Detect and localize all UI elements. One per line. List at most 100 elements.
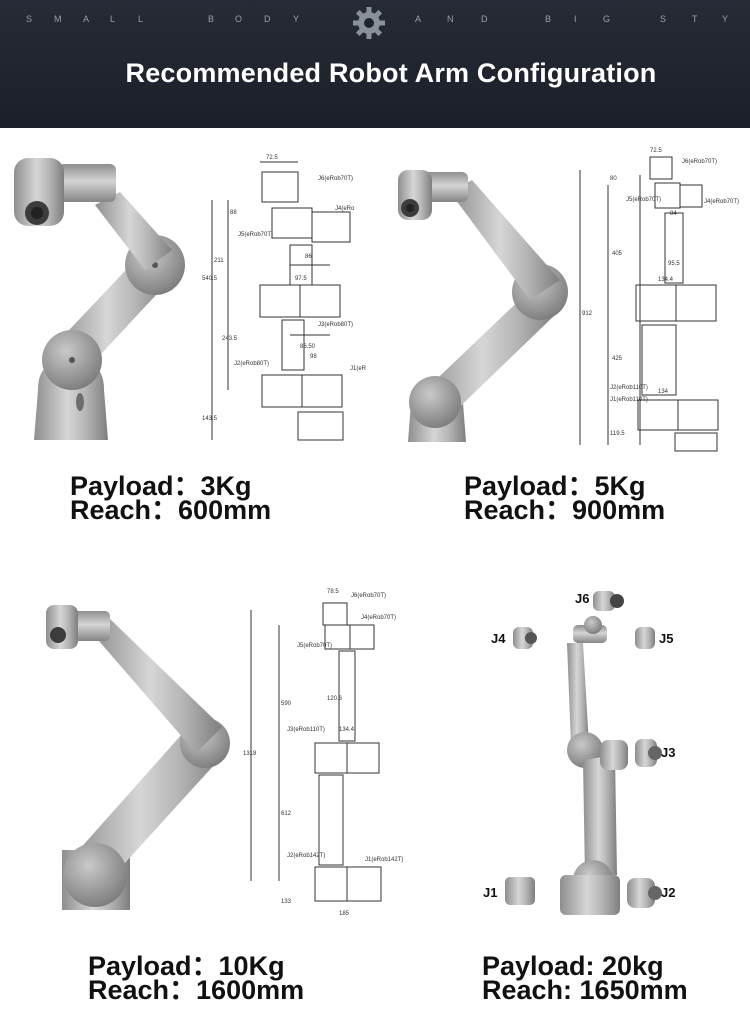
joint-label: J3 — [661, 745, 675, 760]
dimension-label: 119.5 — [610, 431, 625, 437]
dimension-label: 185 — [339, 911, 350, 917]
tagline-letter: N — [447, 14, 454, 24]
reach-label: Reach：900mm — [464, 495, 666, 525]
dimension-label: 134 — [658, 389, 669, 395]
tagline-letter: S — [660, 14, 667, 24]
joint-label: J5 — [659, 631, 673, 646]
dimension-label: J5(eRob70T) — [297, 643, 332, 649]
tagline-letter: O — [235, 14, 243, 24]
model-20kg-panel: J6 J4 J5 J3 J1 J2 — [465, 585, 750, 925]
reach-label: Reach：600mm — [70, 495, 272, 525]
dimension-label: 84 — [670, 211, 677, 217]
dimension-label: 912 — [582, 311, 593, 317]
dimension-label: 243.5 — [222, 336, 238, 342]
dimension-label: J2(eRob142T) — [287, 853, 325, 859]
robot-arm-20kg-exploded-image: J6 J4 J5 J3 J1 J2 — [483, 591, 675, 915]
dimension-label: 78.5 — [327, 589, 339, 595]
model-10kg-caption: Payload：10Kg Reach：1600mm — [88, 951, 305, 1005]
dimension-label: J1(eRob110T) — [610, 397, 648, 403]
dimension-label: J4(eRo — [335, 206, 355, 212]
reach-label: Reach：1600mm — [88, 975, 305, 1005]
joint-j5 — [635, 627, 655, 649]
dimension-drawing-3kg: 72.5 J6(eRob70T) J4(eRo 88 J5(eRob70T) 8… — [202, 155, 367, 441]
tagline-letter: M — [54, 14, 62, 24]
tagline-letter: L — [110, 14, 116, 24]
model-20kg-caption: Payload: 20kg Reach: 1650mm — [482, 951, 688, 1005]
dimension-label: J5(eRob70T) — [626, 197, 661, 203]
dimension-label: 95.5 — [668, 261, 680, 267]
dimension-label: J2(eRob80T) — [234, 361, 269, 367]
dimension-label: 405 — [612, 251, 623, 257]
dimension-label: J4(eRob70T) — [704, 199, 739, 205]
joint-label: J6 — [575, 591, 589, 606]
dimension-label: J1(eRob142T) — [365, 857, 403, 863]
dimension-label: J3(eRob80T) — [318, 322, 353, 328]
joint-j3 — [635, 739, 662, 767]
dimension-label: 72.5 — [650, 148, 662, 154]
robot-arm-3kg-image — [14, 158, 185, 440]
dimension-label: 134.4 — [658, 277, 674, 283]
joint-j4 — [513, 627, 537, 649]
dimension-label: 540.5 — [202, 276, 218, 282]
header-banner: S M A L L B O D Y A N D B I G S T Y Reco… — [0, 0, 750, 128]
dimension-drawing-5kg: 72.5 J6(eRob70T) J5(eRob70T) J4(eRob70T)… — [579, 148, 739, 452]
model-3kg-panel: 72.5 J6(eRob70T) J4(eRo 88 J5(eRob70T) 8… — [0, 140, 375, 460]
tagline-letter: S — [26, 14, 33, 24]
tagline: S M A L L B O D Y A N D B I G S T Y — [0, 14, 750, 30]
tagline-letter: L — [138, 14, 144, 24]
payload-label: Payload: 20kg — [482, 951, 664, 981]
dimension-label: 86.50 — [300, 344, 316, 350]
model-5kg-caption: Payload：5Kg Reach：900mm — [464, 471, 666, 525]
tagline-letter: Y — [293, 14, 300, 24]
gear-logo-icon — [353, 7, 385, 39]
tagline-letter: D — [481, 14, 488, 24]
reach-label: Reach: 1650mm — [482, 975, 688, 1005]
tagline-letter: T — [692, 14, 698, 24]
model-10kg-panel: 78.5 J6(eRob70T) J4(eRob70T) J5(eRob70T)… — [0, 585, 405, 930]
page-title: Recommended Robot Arm Configuration — [125, 58, 657, 88]
robot-arm-5kg-image — [398, 170, 568, 442]
joint-label: J1 — [483, 885, 497, 900]
dimension-drawing-10kg: 78.5 J6(eRob70T) J4(eRob70T) J5(eRob70T)… — [243, 589, 403, 917]
dimension-label: 120.6 — [327, 696, 343, 702]
dimension-label: 134.4 — [339, 727, 355, 733]
dimension-label: J4(eRob70T) — [361, 615, 396, 621]
dimension-label: 98 — [310, 354, 317, 360]
dimension-label: J6(eRob70T) — [351, 593, 386, 599]
tagline-letter: Y — [722, 14, 729, 24]
dimension-label: 88 — [230, 210, 237, 216]
joint-j1 — [505, 877, 535, 905]
payload-label: Payload：3Kg — [70, 471, 252, 501]
tagline-letter: D — [264, 14, 271, 24]
dimension-label: J1(eR — [350, 366, 367, 372]
dimension-label: 425 — [612, 356, 623, 362]
tagline-letter: B — [208, 14, 215, 24]
tagline-letter: I — [574, 14, 577, 24]
dimension-label: J6(eRob70T) — [682, 159, 717, 165]
robot-arm-10kg-image — [46, 605, 230, 910]
tagline-letter: A — [83, 14, 90, 24]
dimension-label: J6(eRob70T) — [318, 176, 353, 182]
tagline-letter: G — [603, 14, 611, 24]
model-5kg-panel: 72.5 J6(eRob70T) J5(eRob70T) J4(eRob70T)… — [380, 140, 750, 460]
payload-label: Payload：10Kg — [88, 951, 285, 981]
joint-label: J4 — [491, 631, 506, 646]
tagline-letter: B — [545, 14, 552, 24]
joint-j6 — [593, 591, 624, 611]
tagline-letter: A — [415, 14, 422, 24]
joint-label: J2 — [661, 885, 675, 900]
dimension-label: 72.5 — [266, 155, 278, 161]
dimension-label: 590 — [281, 701, 292, 707]
dimension-label: 211 — [214, 258, 224, 264]
dimension-label: 80 — [610, 176, 617, 182]
dimension-label: J5(eRob70T) — [238, 232, 273, 238]
joint-j2 — [627, 878, 662, 908]
dimension-label: J2(eRob110T) — [610, 385, 648, 391]
model-3kg-caption: Payload：3Kg Reach：600mm — [70, 471, 272, 525]
dimension-label: 86 — [305, 254, 312, 260]
payload-label: Payload：5Kg — [464, 471, 646, 501]
dimension-label: 97.5 — [295, 276, 307, 282]
dimension-label: 133 — [281, 899, 292, 905]
dimension-label: J3(eRob110T) — [287, 727, 325, 733]
dimension-label: 143.5 — [202, 416, 218, 422]
